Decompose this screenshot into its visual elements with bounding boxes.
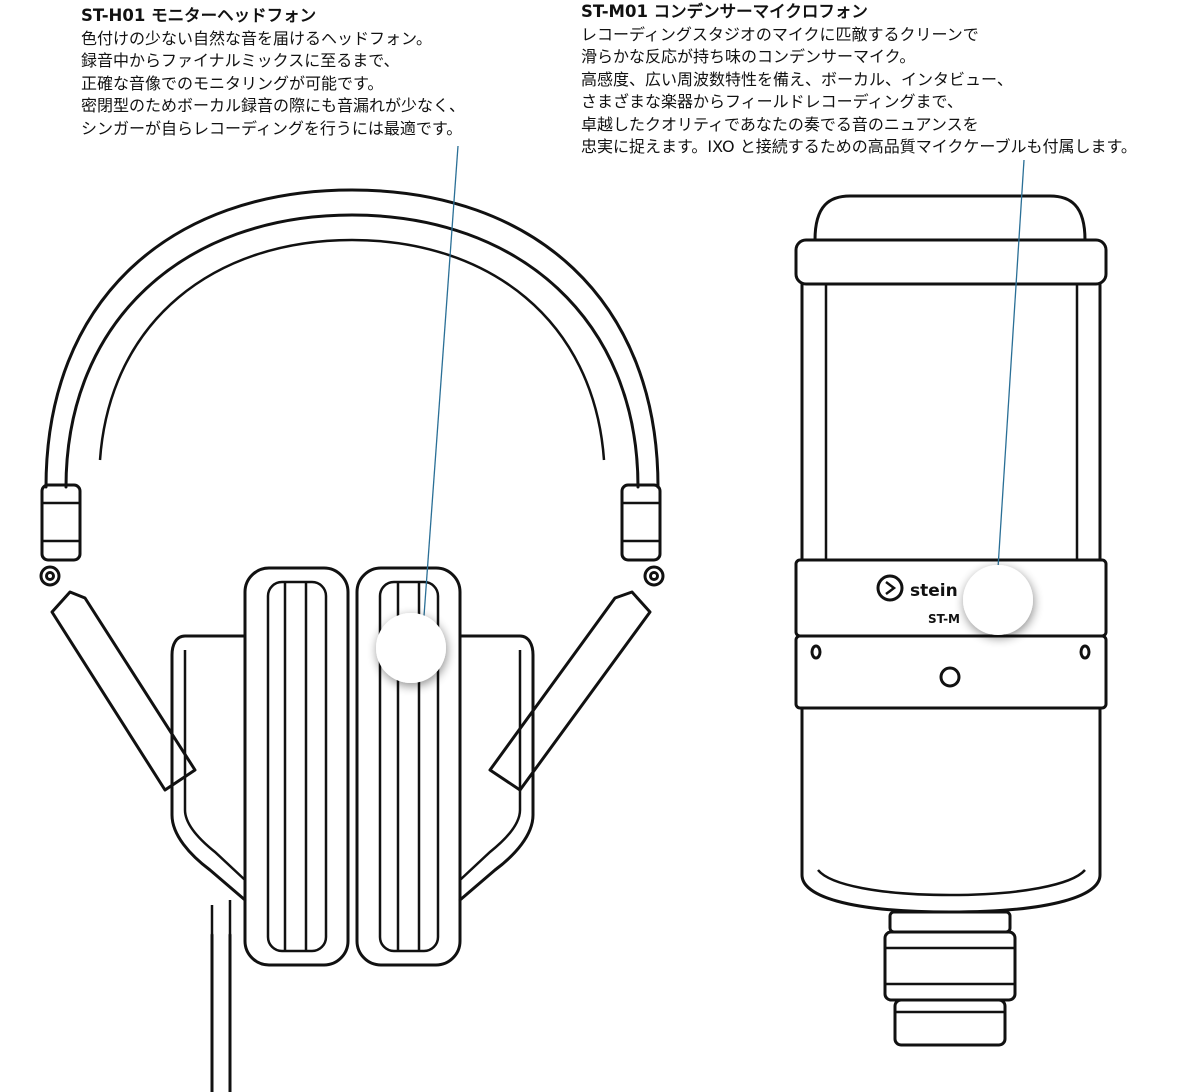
mic-model-text: ST-M (928, 612, 960, 626)
microphone-description: ST-M01 コンデンサーマイクロフォン レコーディングスタジオのマイクに匹敵す… (581, 1, 1137, 159)
microphone-desc-line: 卓越したクオリティであなたの奏でる音のニュアンスを (581, 114, 979, 134)
microphone-leader-line (997, 159, 1025, 569)
microphone-hotspot[interactable] (963, 565, 1033, 635)
microphone-desc-line: 忠実に捉えます。IXO と接続するための高品質マイクケーブルも付属します。 (581, 137, 1137, 156)
microphone-desc-line: レコーディングスタジオのマイクに匹敵するクリーンで (581, 24, 979, 44)
headphones-desc-line: 録音中からファイナルミックスに至るまで、 (81, 51, 400, 70)
headphones-desc-line: 正確な音像でのモニタリングが可能です。 (81, 73, 384, 93)
mic-logo-text: stein (910, 581, 958, 601)
headphones-desc-line: 色付けの少ない自然な音を届けるヘッドフォン。 (81, 28, 433, 48)
microphone-desc-line: さまざまな楽器からフィールドレコーディングまで、 (581, 92, 963, 111)
microphone-desc-line: 滑らかな反応が持ち味のコンデンサーマイク。 (581, 47, 916, 66)
headphones-drawing (39, 188, 665, 1092)
microphone-title: ST-M01 コンデンサーマイクロフォン (581, 2, 868, 21)
headphones-description: ST-H01 モニターヘッドフォン 色付けの少ない自然な音を届けるヘッドフォン。… (81, 5, 465, 140)
headphones-desc-line: 密閉型のためボーカル録音の際にも音漏れが少なく、 (81, 96, 466, 115)
microphone-desc-line: 高感度、広い周波数特性を備え、ボーカル、インタビュー、 (581, 69, 1013, 89)
headphones-title: ST-H01 モニターヘッドフォン (81, 6, 317, 25)
headphones-leader-line (423, 145, 459, 617)
headphones-desc-line: シンガーが自らレコーディングを行うには最適です。 (81, 118, 463, 138)
microphone-drawing: stein ST-M (794, 194, 1108, 1047)
headphones-hotspot[interactable] (376, 613, 446, 683)
